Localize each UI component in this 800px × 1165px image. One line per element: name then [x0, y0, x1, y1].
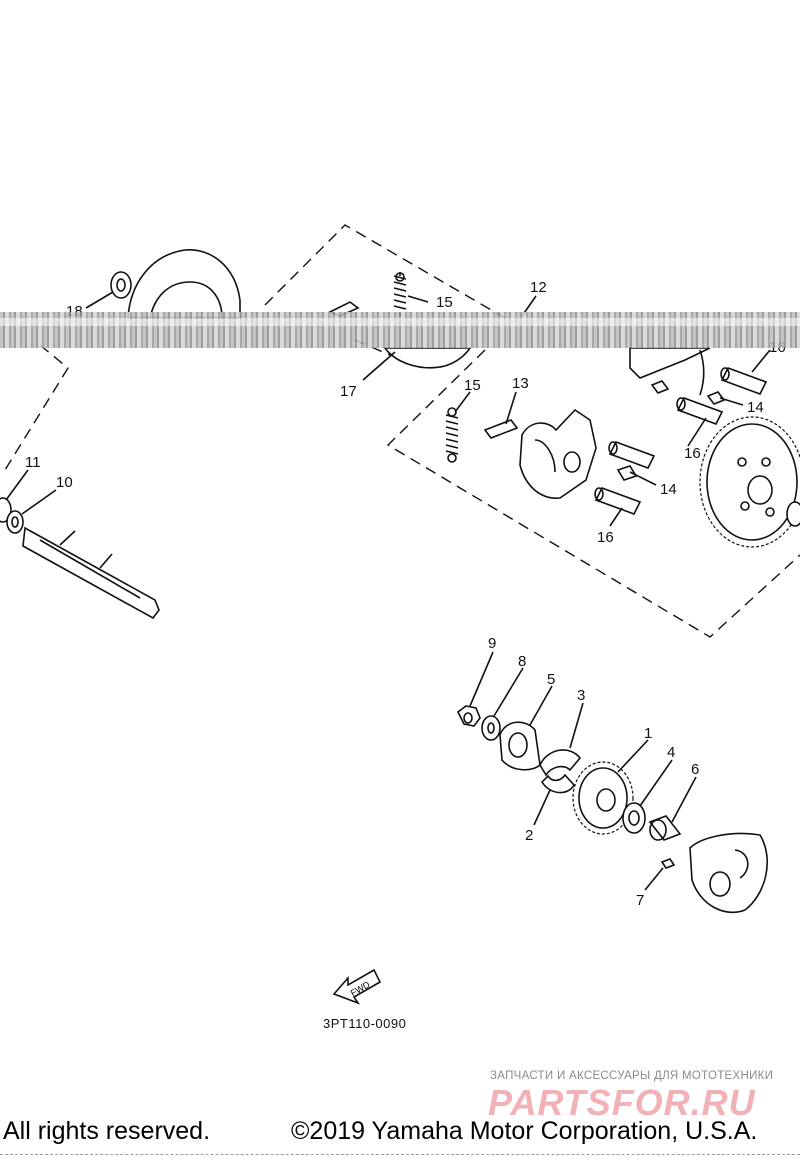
label-6: 6: [691, 761, 699, 778]
boss-part-5: [499, 721, 541, 771]
label-1: 1: [644, 725, 652, 742]
carrier-plate: [629, 347, 711, 396]
label-16-mid: 16: [684, 445, 701, 462]
scan-tear-band: [0, 312, 800, 348]
label-16-bottom: 16: [597, 529, 614, 546]
label-13: 13: [512, 375, 529, 392]
primary-gear: [699, 416, 800, 548]
watermark-logo: PARTSFOR.RU: [488, 1082, 756, 1123]
watermark-tagline: ЗАПЧАСТИ И АКСЕССУАРЫ ДЛЯ МОТОТЕХНИКИ: [490, 1070, 774, 1082]
label-11: 11: [25, 454, 41, 471]
clutch-housing: [127, 249, 241, 319]
footer-copyright: ©2019 Yamaha Motor Corporation, U.S.A.: [291, 1117, 758, 1145]
washer-part-18: [110, 271, 132, 299]
label-4: 4: [667, 744, 675, 761]
fwd-arrow-icon: FWD: [332, 968, 382, 1005]
nut-part-14-b: [616, 465, 638, 481]
gear-part-1: [572, 761, 634, 835]
label-9: 9: [488, 635, 496, 652]
label-12: 12: [530, 279, 547, 296]
pin-part-16-c: [608, 441, 656, 469]
leader-lines: [5, 291, 771, 891]
label-10: 10: [56, 474, 73, 491]
drive-shaft: [22, 526, 160, 620]
spring-part-15-top: [393, 272, 407, 316]
half-collar-part-2: [540, 773, 575, 794]
washer-part-10: [6, 510, 24, 534]
label-3: 3: [577, 687, 585, 704]
label-2: 2: [525, 827, 533, 844]
washer-part-4: [622, 802, 646, 834]
spring-part-15-middle: [445, 407, 459, 463]
label-15-top: 15: [436, 294, 453, 311]
label-14-b: 14: [660, 481, 677, 498]
half-collar-part-3: [539, 749, 582, 777]
label-14-a: 14: [747, 399, 764, 416]
label-17: 17: [340, 383, 357, 400]
footer-divider: [0, 1154, 800, 1161]
clip-part-13: [483, 419, 519, 439]
drum-lower: [689, 832, 768, 914]
clutch-shoe-assembly: [519, 408, 597, 499]
pin-part-16-a: [720, 367, 768, 395]
washer-part-8: [481, 715, 501, 741]
diagram-code: 3PT110-0090: [323, 1016, 407, 1031]
pin-part-16-d: [594, 487, 642, 515]
label-5: 5: [547, 671, 555, 688]
bushing-part-6: [648, 815, 682, 841]
nut-part-14-c: [650, 380, 670, 394]
washer-right: [786, 501, 800, 527]
label-15-mid: 15: [464, 377, 481, 394]
pin-part-16-b: [676, 397, 724, 425]
label-7: 7: [636, 892, 644, 909]
clutch-shoe-17: [383, 347, 472, 369]
nut-part-9: [456, 705, 481, 727]
key-part-7: [660, 858, 676, 869]
label-8: 8: [518, 653, 526, 670]
footer-rights: All rights reserved.: [3, 1117, 211, 1145]
